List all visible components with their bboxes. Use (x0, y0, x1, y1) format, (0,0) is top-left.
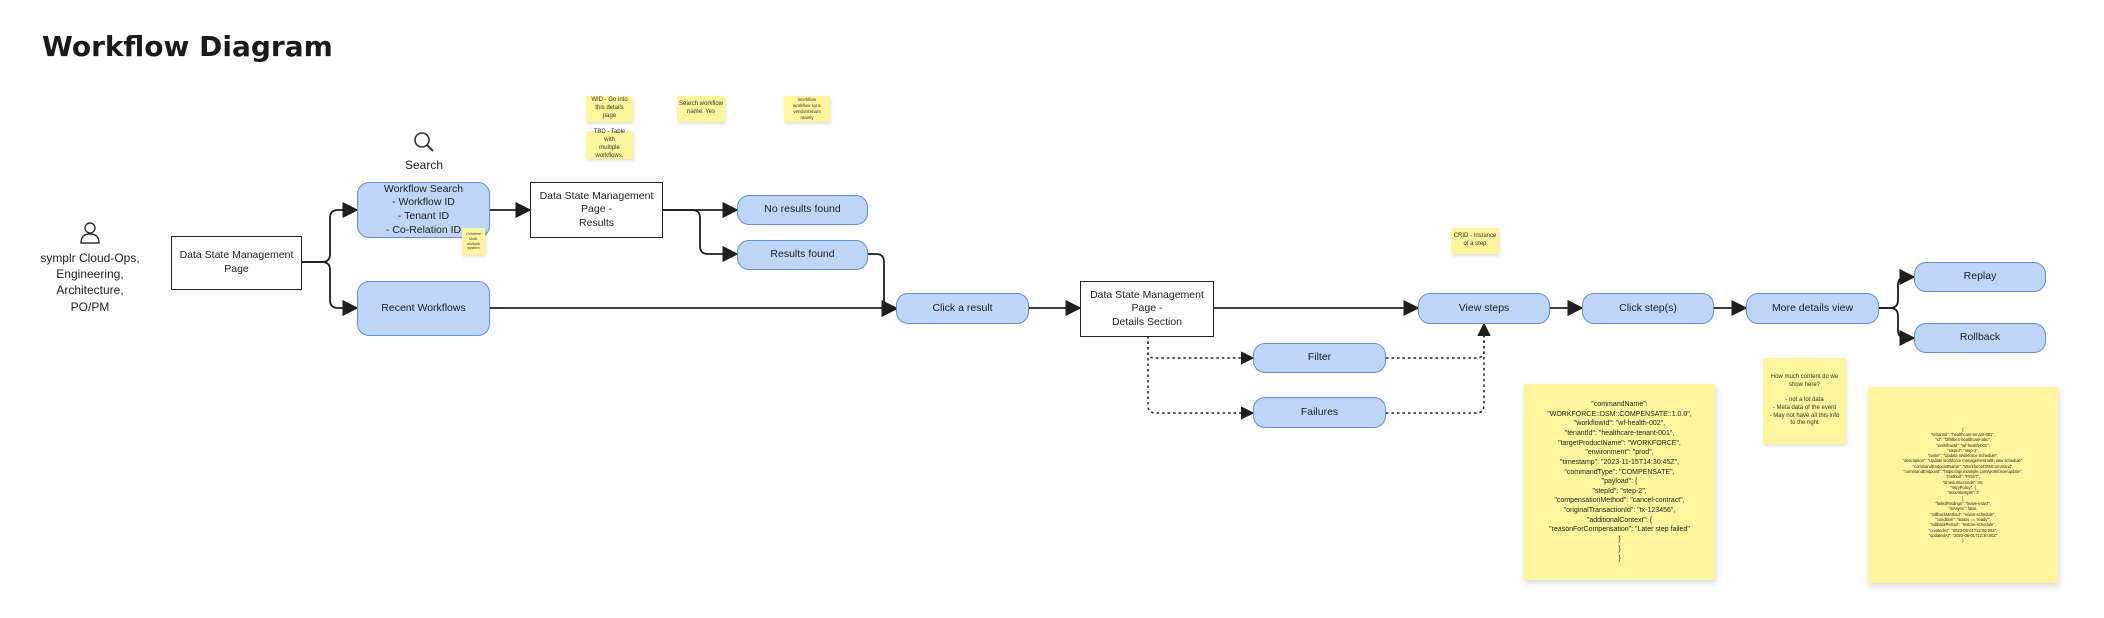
connector-more-to-replay (1879, 268, 1916, 309)
dsm-results-node[interactable]: Data State Management Page - Results (530, 182, 663, 238)
sticky-note-top-right[interactable]: Workflow workflow sync vendor/tenant mai… (784, 96, 830, 122)
sticky-note-json-step[interactable]: { "tenantId": "healthcare-tenant-001", "… (1868, 387, 2058, 583)
rollback-node[interactable]: Rollback (1914, 323, 2046, 353)
dsm-details-node[interactable]: Data State Management Page - Details Sec… (1080, 281, 1214, 337)
sticky-note-how-much[interactable]: How much content do we show here? - not … (1763, 358, 1846, 444)
failures-node[interactable]: Failures (1253, 397, 1386, 428)
connector-dsm-to-search (302, 201, 359, 263)
connector-found-to-click (868, 253, 898, 318)
dsm-page-node[interactable]: Data State Management Page (171, 236, 302, 290)
sticky-note-combine[interactable]: Combine Multi- multiple system (462, 228, 485, 255)
sticky-note-tbd[interactable]: TBD - Table with multiple workflows. (586, 129, 633, 159)
connector-results-to-found (663, 209, 739, 263)
search-icon (414, 132, 434, 152)
sticky-note-json-command[interactable]: "commandName": "WORKFORCE::DSM::COMPENSA… (1524, 384, 1715, 580)
sticky-note-search-workflow[interactable]: Search workflow name. Yes (677, 96, 725, 122)
sticky-note-crid[interactable]: CRID - Instance of a step (1451, 228, 1499, 254)
recent-workflows-node[interactable]: Recent Workflows (357, 281, 490, 336)
actor-label: symplr Cloud-Ops, Engineering, Architect… (40, 251, 140, 314)
connector-more-to-rollback (1879, 307, 1916, 347)
search-label: Search (404, 158, 444, 172)
connector-filter-to-view (1386, 322, 1491, 359)
connector-dsm-to-recent (302, 261, 359, 317)
view-steps-node[interactable]: View steps (1418, 293, 1550, 324)
connector-details-to-filter (1147, 336, 1255, 365)
results-found-node[interactable]: Results found (737, 240, 868, 270)
connector-details-to-failures (1147, 336, 1255, 420)
user-icon (80, 222, 100, 244)
more-details-node[interactable]: More details view (1746, 293, 1879, 324)
filter-node[interactable]: Filter (1253, 343, 1386, 373)
click-result-node[interactable]: Click a result (896, 293, 1029, 324)
click-steps-node[interactable]: Click step(s) (1582, 293, 1714, 324)
sticky-note-wid[interactable]: WID - Go into this details page (586, 96, 633, 122)
replay-node[interactable]: Replay (1914, 262, 2046, 292)
page-title: Workflow Diagram (42, 30, 333, 63)
connector-failures-to-view (1386, 322, 1491, 414)
no-results-node[interactable]: No results found (737, 195, 868, 225)
